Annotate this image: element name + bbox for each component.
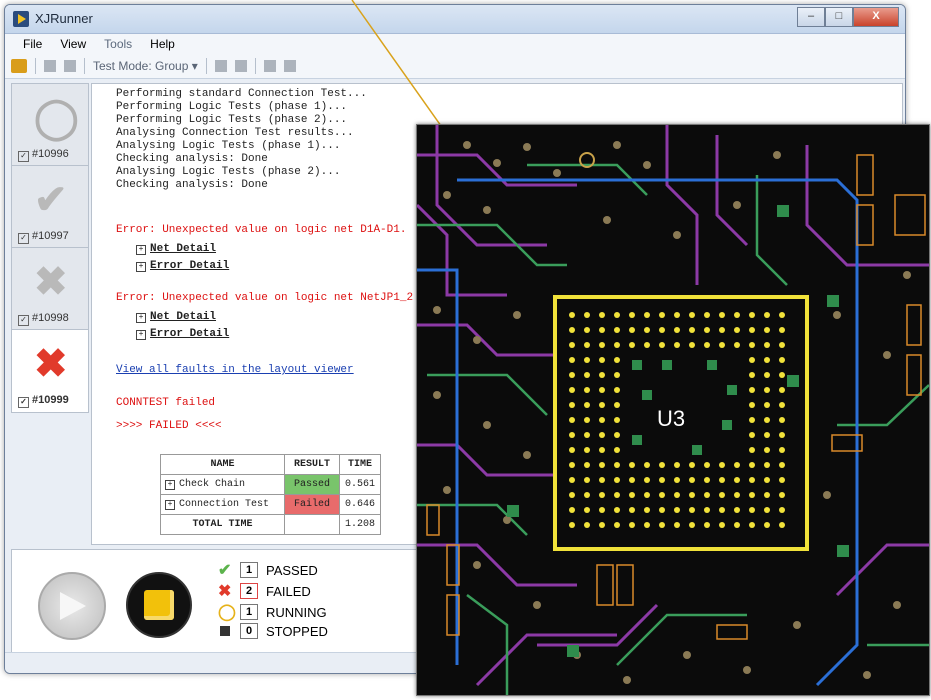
toolbar-separator bbox=[35, 58, 36, 74]
table-row: TOTAL TIME 1.208 bbox=[160, 514, 381, 535]
running-label: RUNNING bbox=[266, 604, 327, 620]
copy-icon[interactable] bbox=[64, 60, 76, 72]
error-detail-expander[interactable]: + Error Detail bbox=[136, 260, 229, 272]
expand-icon[interactable]: + bbox=[165, 480, 175, 490]
error-detail-label: Error Detail bbox=[150, 328, 230, 340]
stop-button[interactable] bbox=[126, 572, 192, 638]
toolbar-separator bbox=[84, 58, 85, 74]
log-line: Analysing Logic Tests (phase 2)... bbox=[116, 166, 341, 178]
running-summary: ◯ 1 RUNNING bbox=[218, 602, 327, 622]
expand-icon: + bbox=[136, 245, 146, 255]
passed-label: PASSED bbox=[266, 562, 318, 578]
cross-icon: ✖ bbox=[34, 342, 68, 386]
job-label: #10997 bbox=[32, 230, 69, 242]
job-checkbox[interactable]: ✓ bbox=[18, 151, 29, 162]
net-detail-label: Net Detail bbox=[150, 243, 217, 255]
pcb-layout-viewer[interactable]: U3 bbox=[415, 124, 930, 696]
job-item[interactable]: ✖ ✓#10998 bbox=[11, 247, 89, 331]
error-detail-label: Error Detail bbox=[150, 260, 230, 272]
error-detail-expander[interactable]: + Error Detail bbox=[136, 328, 229, 340]
log-line: Performing Logic Tests (phase 2)... bbox=[116, 114, 348, 126]
job-list: ◯ ✓#10996 ✔ ✓#10997 ✖ ✓#10998 ✖ ✓#10999 bbox=[11, 83, 89, 413]
failed-banner: >>>> FAILED <<<< bbox=[116, 420, 222, 432]
test-mode-dropdown[interactable]: Test Mode: Group ▾ bbox=[93, 59, 198, 73]
chart-icon[interactable] bbox=[263, 60, 276, 72]
menu-view[interactable]: View bbox=[60, 37, 87, 51]
toolbar-separator bbox=[254, 58, 256, 74]
menu-tools[interactable]: Tools bbox=[104, 37, 133, 51]
tree-icon[interactable] bbox=[44, 60, 56, 72]
error-message: Error: Unexpected value on logic net D1A… bbox=[116, 224, 407, 236]
net-detail-label: Net Detail bbox=[150, 311, 217, 323]
chevron-down-icon: ▾ bbox=[191, 59, 198, 73]
expand-icon: + bbox=[136, 330, 146, 340]
job-item[interactable]: ◯ ✓#10996 bbox=[11, 83, 89, 167]
maximize-button[interactable]: □ bbox=[825, 7, 853, 27]
job-label: #10999 bbox=[32, 394, 69, 406]
stopped-count: 0 bbox=[240, 623, 258, 639]
check-icon: ✔ bbox=[218, 562, 232, 579]
failed-label: FAILED bbox=[266, 583, 311, 599]
view-faults-link[interactable]: View all faults in the layout viewer bbox=[116, 364, 354, 376]
job-label: #10998 bbox=[32, 312, 69, 324]
window-controls: – □ X bbox=[797, 7, 899, 27]
failed-count: 2 bbox=[240, 583, 258, 599]
log-line: Checking analysis: Done bbox=[116, 179, 268, 191]
log-line: Analysing Logic Tests (phase 1)... bbox=[116, 140, 341, 152]
expand-icon: + bbox=[136, 313, 146, 323]
job-item[interactable]: ✔ ✓#10997 bbox=[11, 165, 89, 249]
window-title: XJRunner bbox=[35, 11, 93, 26]
test-name: Check Chain bbox=[179, 479, 246, 490]
minimize-button[interactable]: – bbox=[797, 7, 825, 27]
failed-summary: ✖ 2 FAILED bbox=[218, 581, 311, 601]
check-icon: ✔ bbox=[34, 178, 68, 222]
menu-help[interactable]: Help bbox=[150, 37, 175, 51]
grid-view-icon[interactable] bbox=[214, 60, 227, 72]
expand-icon[interactable]: + bbox=[165, 500, 175, 510]
menu-bar: File View Tools Help bbox=[5, 34, 905, 54]
title-bar: XJRunner – □ X bbox=[5, 5, 905, 34]
test-mode-label: Test Mode: Group bbox=[93, 59, 189, 73]
running-count: 1 bbox=[240, 604, 258, 620]
running-icon: ◯ bbox=[34, 96, 79, 140]
running-icon: ◯ bbox=[218, 604, 236, 621]
job-checkbox[interactable]: ✓ bbox=[18, 315, 29, 326]
error-message: Error: Unexpected value on logic net Net… bbox=[116, 292, 414, 304]
toolbar: Test Mode: Group ▾ bbox=[5, 54, 905, 79]
pcb-layout-image: U3 bbox=[415, 125, 930, 695]
settings-icon[interactable] bbox=[283, 60, 296, 72]
net-detail-expander[interactable]: + Net Detail bbox=[136, 311, 216, 323]
net-detail-expander[interactable]: + Net Detail bbox=[136, 243, 216, 255]
total-time: 1.208 bbox=[339, 514, 381, 535]
log-line: Checking analysis: Done bbox=[116, 153, 268, 165]
passed-summary: ✔ 1 PASSED bbox=[218, 560, 318, 580]
expand-icon: + bbox=[136, 262, 146, 272]
log-line: Analysing Connection Test results... bbox=[116, 127, 354, 139]
app-icon bbox=[13, 11, 29, 27]
list-view-icon[interactable] bbox=[234, 60, 247, 72]
conntest-status: CONNTEST failed bbox=[116, 397, 216, 409]
cross-icon: ✖ bbox=[34, 260, 68, 304]
component-label-u3: U3 bbox=[657, 406, 685, 431]
cross-icon: ✖ bbox=[218, 583, 232, 600]
test-name: Connection Test bbox=[179, 499, 270, 510]
log-line: Performing Logic Tests (phase 1)... bbox=[116, 101, 348, 113]
menu-file[interactable]: File bbox=[23, 37, 43, 51]
stop-square-icon bbox=[220, 626, 230, 636]
results-table: NAME RESULT TIME +Check Chain Passed 0.5… bbox=[160, 454, 381, 535]
play-button[interactable] bbox=[38, 572, 106, 640]
job-checkbox[interactable]: ✓ bbox=[18, 233, 29, 244]
toolbar-separator bbox=[205, 58, 207, 74]
stopped-summary: 0 STOPPED bbox=[218, 623, 328, 639]
job-item-selected[interactable]: ✖ ✓#10999 bbox=[11, 329, 89, 413]
job-checkbox[interactable]: ✓ bbox=[18, 397, 29, 408]
close-button[interactable]: X bbox=[853, 7, 899, 27]
passed-count: 1 bbox=[240, 562, 258, 578]
open-folder-icon[interactable] bbox=[11, 59, 27, 73]
log-line: Performing standard Connection Test... bbox=[116, 88, 367, 100]
stopped-label: STOPPED bbox=[266, 623, 328, 639]
job-label: #10996 bbox=[32, 148, 69, 160]
